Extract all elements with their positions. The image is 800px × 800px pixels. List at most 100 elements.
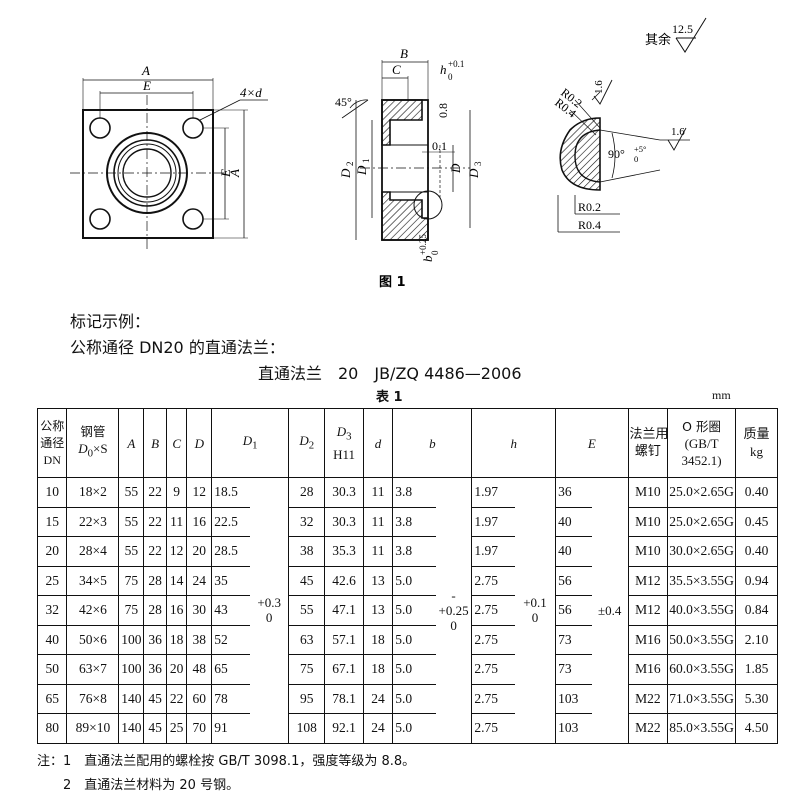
cell-D1: 43 [211,595,251,626]
cell-d: 24 [362,683,394,714]
cell-C: 16 [165,595,188,626]
cell-dn: 15 [36,506,68,537]
cell-dn: 40 [36,624,68,655]
cell-D2: 32 [288,506,326,537]
angle-45-label: 45° [335,95,352,109]
cell-dn: 32 [36,595,68,626]
cell-E: 40 [555,506,592,537]
header-b: b [392,408,473,478]
figure-caption: 图 1 [379,275,406,290]
cell-bolt: M10 [627,506,669,537]
dim-C-label: C [392,62,401,77]
cell-dn: 25 [36,565,68,596]
cell-oring: 85.0×3.55G [667,713,737,744]
cell-mass: 2.10 [735,624,778,655]
cell-E: 103 [555,713,592,744]
cell-B: 22 [143,506,167,537]
cell-D3: 78.1 [324,683,364,714]
cell-h: 1.97 [471,506,515,537]
cell-B: 45 [143,683,167,714]
header-d: d [362,408,394,478]
cell-pipe: 63×7 [66,654,120,685]
cell-pipe: 89×10 [66,713,120,744]
roughness-label: 其余 [645,32,671,47]
cell-dn: 20 [36,536,68,567]
cell-B: 36 [143,624,167,655]
dim-E-vertical-label: E [218,169,233,178]
cell-D: 70 [186,713,213,744]
cell-h: 2.75 [471,624,515,655]
cell-dn: 65 [36,683,68,714]
cell-mass: 0.40 [735,477,778,508]
cell-D: 38 [186,624,213,655]
cell-D3: 42.6 [324,565,364,596]
cell-pipe: 76×8 [66,683,120,714]
cell-b: 3.8 [392,506,436,537]
dim-b-label: b [420,255,435,262]
cell-C: 25 [165,713,188,744]
cell-h: 2.75 [471,565,515,596]
cell-h: 1.97 [471,477,515,508]
header-E: E [555,408,629,478]
cell-oring: 25.0×2.65G [667,506,737,537]
dim-08-label: 0.8 [436,103,450,118]
roughness-16b-label: 1.6 [671,126,685,138]
header-A: A [118,408,145,478]
radius-04b-label: R0.4 [578,218,601,232]
cell-D1: 91 [211,713,251,744]
cell-bolt: M16 [627,654,669,685]
cell-C: 11 [165,506,188,537]
header-D: D [186,408,213,478]
dim-D3-label: D [466,168,481,179]
cell-A: 140 [118,683,145,714]
cell-b: 5.0 [392,595,436,626]
cell-dn: 10 [36,477,68,508]
cell-D: 12 [186,477,213,508]
cell-pipe: 28×4 [66,536,120,567]
angle-90-label: 90° [608,147,625,161]
cell-bolt: M22 [627,713,669,744]
note-1: 注：1 直通法兰配用的螺栓按 GB/T 3098.1，强度等级为 8.8。 [37,754,416,769]
cell-D2: 45 [288,565,326,596]
cell-oring: 50.0×3.55G [667,624,737,655]
dim-D2-label: D [338,168,353,179]
cell-B: 45 [143,713,167,744]
cell-oring: 60.0×3.55G [667,654,737,685]
dim-D1-label: D [354,165,369,176]
marking-designation: 直通法兰 20 JB/ZQ 4486—2006 [258,364,522,383]
cell-D: 60 [186,683,213,714]
table-unit: mm [712,388,731,402]
dim-h-sub: 0 [448,72,453,82]
groove-detail-view [557,79,690,233]
dim-D1-sub: 1 [361,159,371,164]
cell-D2: 38 [288,536,326,567]
roughness-symbol: 其余 12.5 [645,17,707,53]
cell-D1: 65 [211,654,251,685]
cell-bolt: M12 [627,595,669,626]
cell-D: 16 [186,506,213,537]
cell-D2: 28 [288,477,326,508]
cell-oring: 71.0×3.55G [667,683,737,714]
roughness-16a-label: 1.6 [593,80,605,94]
cell-h: 2.75 [471,654,515,685]
cell-d: 24 [362,713,394,744]
cell-C: 12 [165,536,188,567]
cell-oring: 25.0×2.65G [667,477,737,508]
dim-h-sup: +0.1 [448,59,464,69]
cell-d: 11 [362,536,394,567]
cell-A: 55 [118,506,145,537]
cell-oring: 40.0×3.55G [667,595,737,626]
cell-b: 5.0 [392,683,436,714]
tolerance-E: ±0.4 [591,477,629,744]
cell-oring: 35.5×3.55G [667,565,737,596]
cell-E: 36 [555,477,592,508]
cell-bolt: M12 [627,565,669,596]
